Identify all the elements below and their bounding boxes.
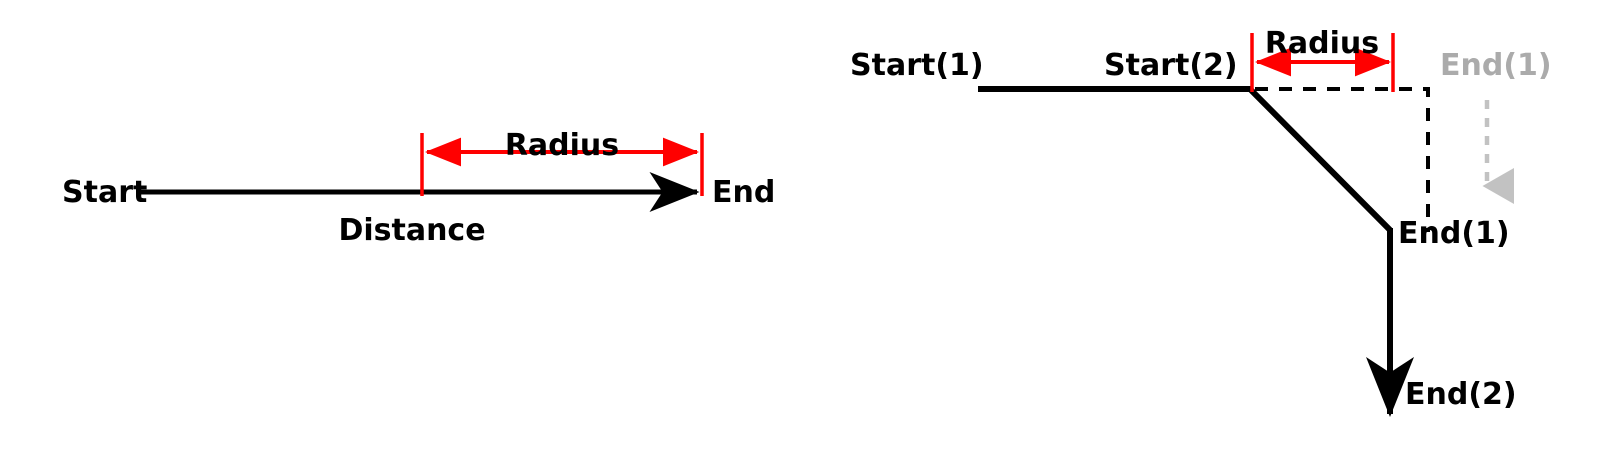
right-label-radius: Radius — [1265, 26, 1379, 61]
right-label-end1-ghost: End(1) — [1440, 48, 1552, 83]
right-label-end1: End(1) — [1398, 216, 1510, 251]
right-main-polyline — [978, 86, 1393, 233]
right-label-start2: Start(2) — [1104, 48, 1238, 83]
left-label-start: Start — [62, 175, 147, 210]
left-label-end: End — [712, 175, 775, 210]
right-label-end2: End(2) — [1405, 377, 1517, 412]
left-label-distance: Distance — [338, 213, 485, 248]
right-label-start1: Start(1) — [850, 48, 984, 83]
left-panel: Start End Radius Distance — [62, 128, 775, 248]
right-dashed-corner-path — [1255, 87, 1430, 232]
right-panel: Start(1) Start(2) Radius End(1) End(1) E… — [850, 26, 1552, 417]
left-label-radius: Radius — [505, 128, 619, 163]
